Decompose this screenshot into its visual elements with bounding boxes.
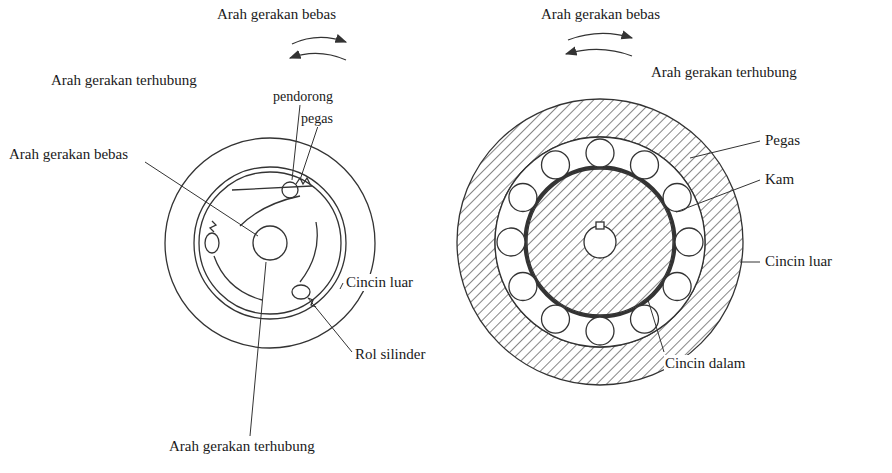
part-label: Arah gerakan bebas (8, 146, 129, 163)
part-label: Cincin luar (764, 253, 833, 270)
part-label: Arah gerakan terhubung (650, 64, 798, 81)
part-label: Cincin luar (345, 274, 414, 291)
leader-lines (145, 105, 760, 436)
sprag-clutch (457, 99, 743, 385)
part-label: Arah gerakan bebas (216, 6, 337, 23)
part-label: Arah gerakan bebas (540, 6, 661, 23)
roller-clutch (165, 138, 375, 348)
part-label: pendorong (272, 88, 334, 105)
part-label: Kam (764, 171, 795, 188)
part-label: Arah gerakan terhubung (50, 72, 198, 89)
part-label: pegas (300, 110, 334, 127)
direction-arrows (290, 33, 632, 60)
part-label: Pegas (764, 132, 801, 149)
part-label: Cincin dalam (664, 355, 746, 372)
part-label: Rol silinder (354, 346, 426, 363)
part-label: Arah gerakan terhubung (168, 438, 316, 455)
